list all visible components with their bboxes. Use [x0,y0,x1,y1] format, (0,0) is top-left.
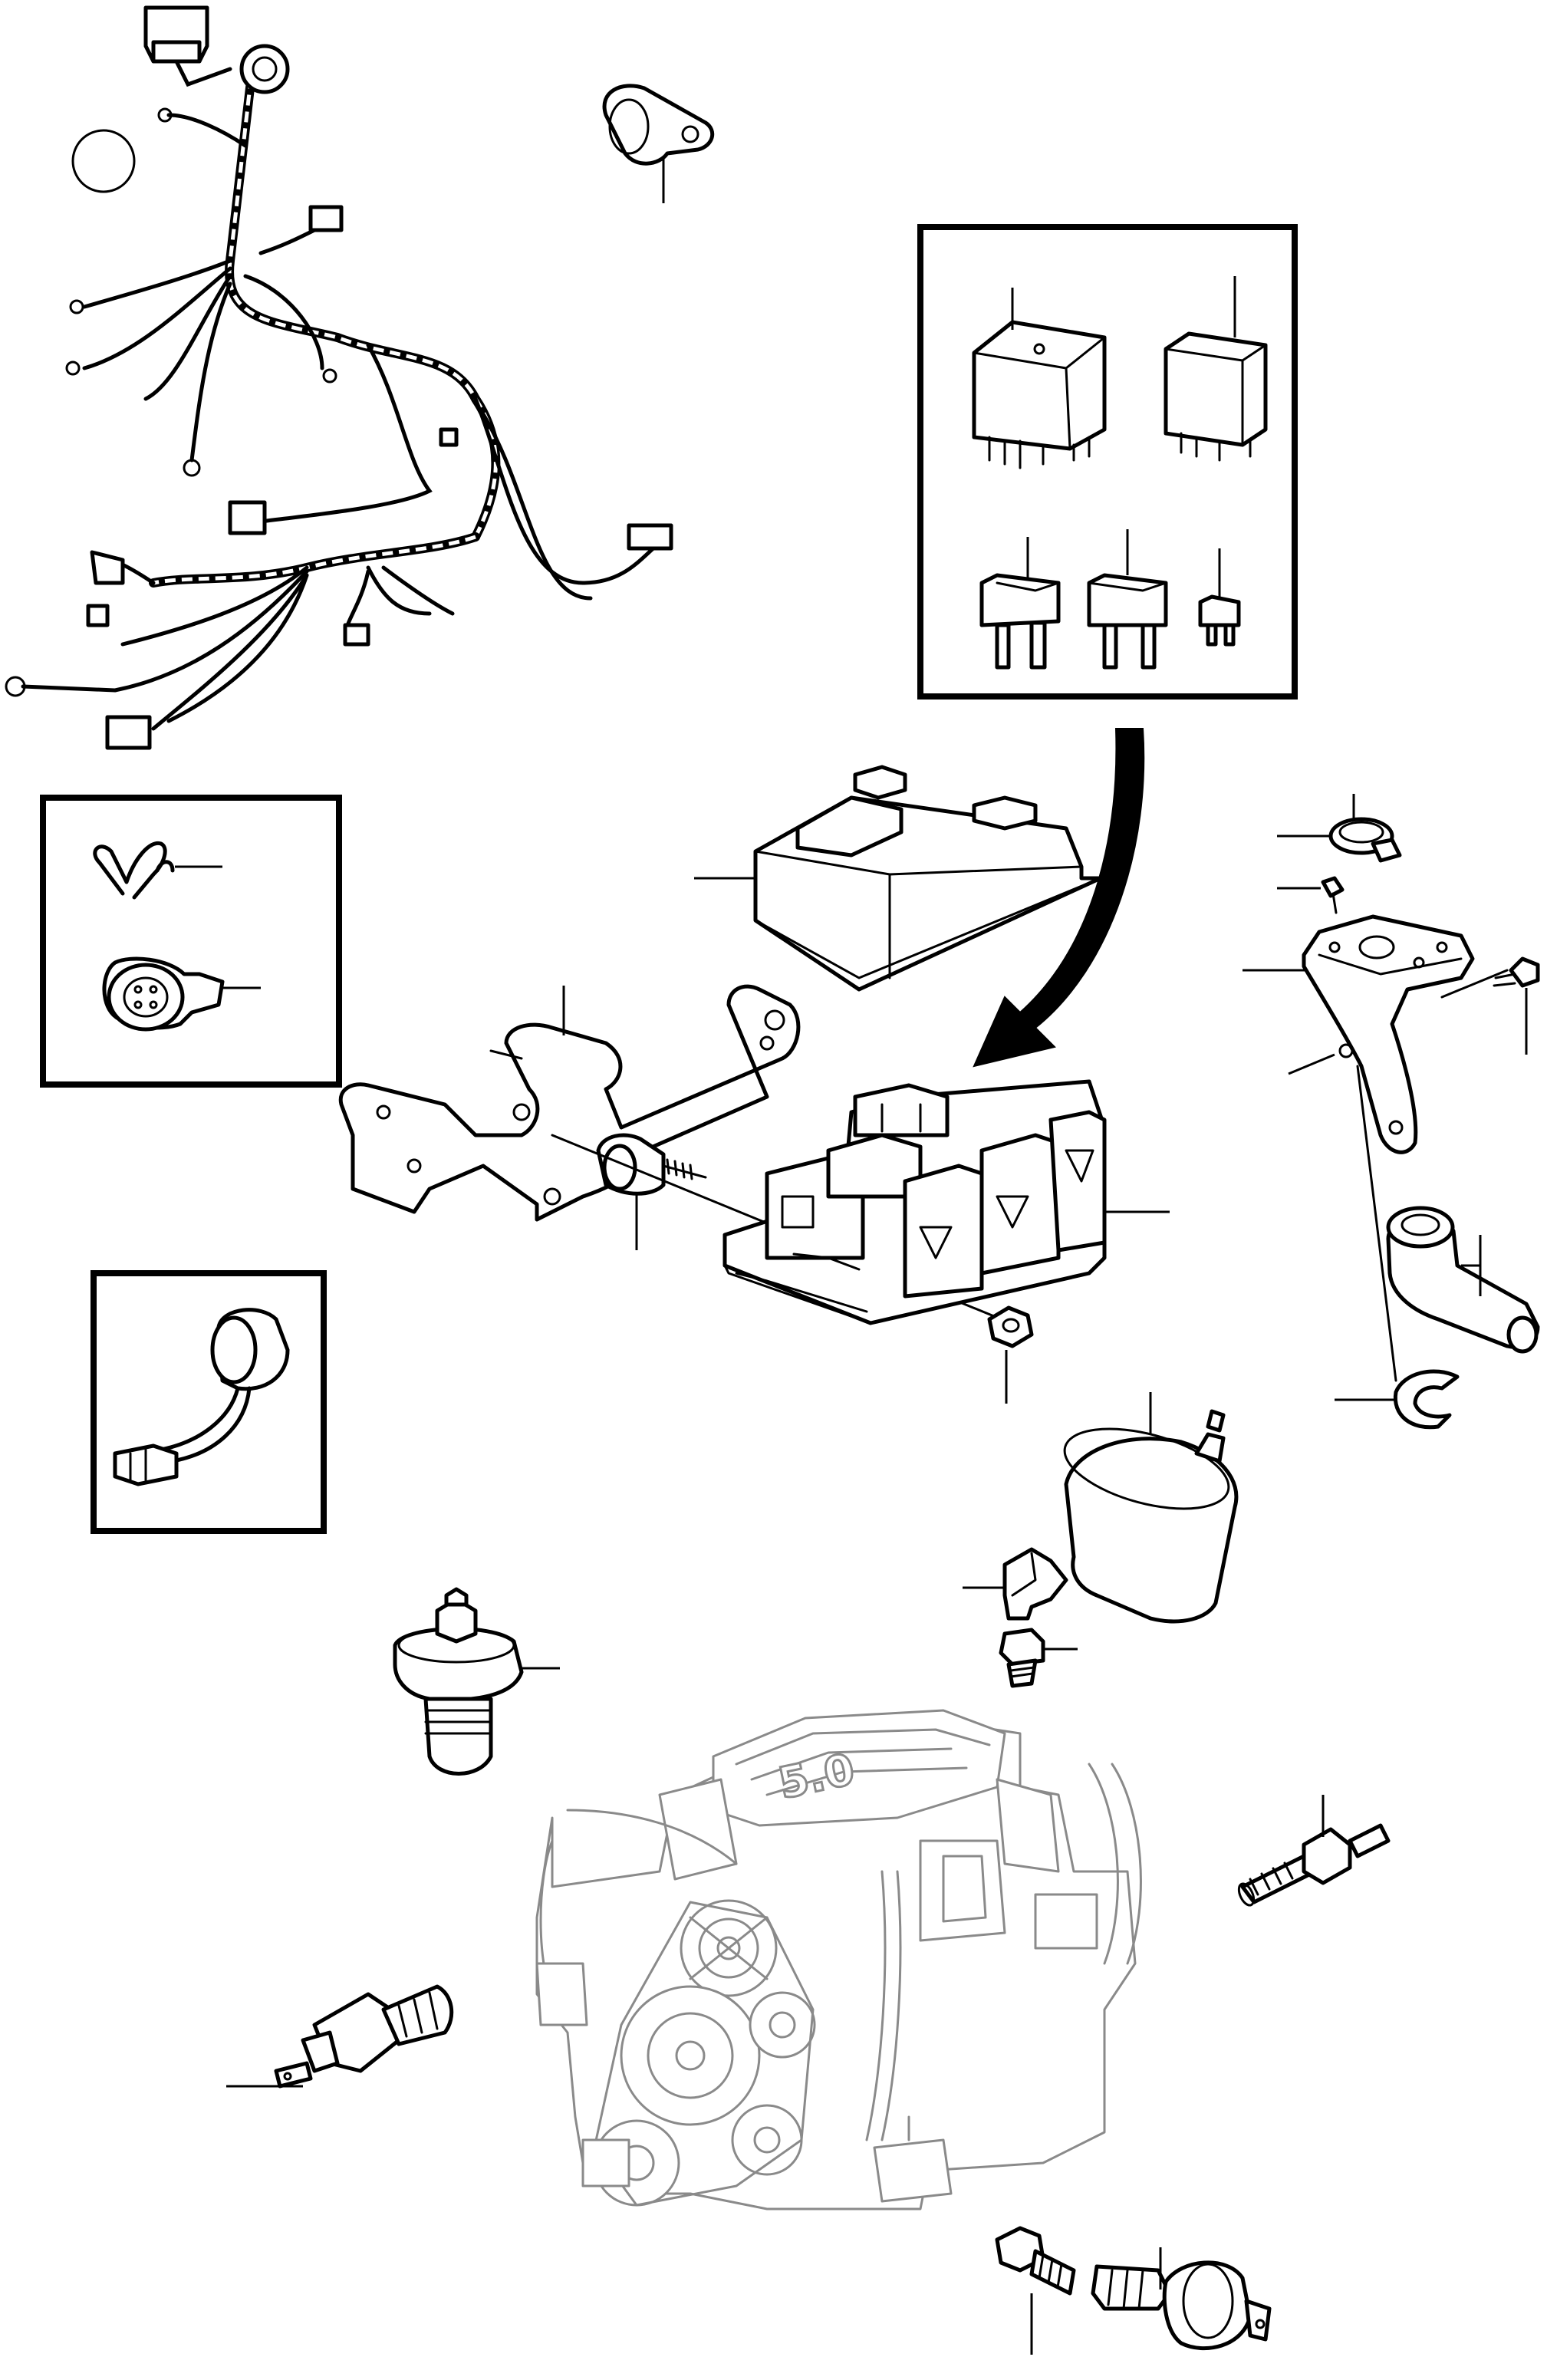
retaining-clip [1335,1369,1460,1430]
connector-axis-line [1356,1065,1397,1382]
angled-connector [1386,1206,1540,1354]
spring-clip [93,841,222,900]
temperature-switch [1237,1795,1391,1907]
screw [1277,876,1345,914]
buzzer-with-leads [113,1308,290,1486]
engine-outline: 5.0 [535,1709,1142,2210]
cable-clamp [602,84,715,203]
assembly-arrow [973,728,1145,1068]
nut [987,1305,1034,1404]
relay-small [1164,276,1268,462]
temperature-sensor-with-terminal [226,1984,454,2089]
rubber-mount [596,1133,707,1250]
adapter-nipple [999,1628,1078,1688]
fuse-large [979,537,1061,670]
bolt-axis-line [1440,969,1509,999]
buzzer-inset-frame [91,1270,327,1534]
hose-clamp [1277,794,1402,863]
wiring-harness [5,5,673,750]
fuse-relay-box [722,1079,1170,1325]
fuse-box-cover [694,765,1103,992]
elbow-fitting [963,1547,1068,1621]
mounting-bracket [338,984,801,1222]
reducer-fitting [995,2226,1076,2355]
temperature-sender [393,1587,560,1776]
fuse-small [1198,548,1241,647]
bolt [1493,956,1540,1055]
clip-connector-inset-frame [40,795,342,1088]
connector-bracket [1243,914,1475,1154]
relay-fuse-inset-frame [917,224,1298,700]
fuse-medium [1087,529,1168,670]
connector-plug [102,956,261,1032]
relay-large [972,288,1107,469]
pressure-switch [1091,2247,1272,2350]
oil-pressure-sender [1063,1392,1239,1624]
